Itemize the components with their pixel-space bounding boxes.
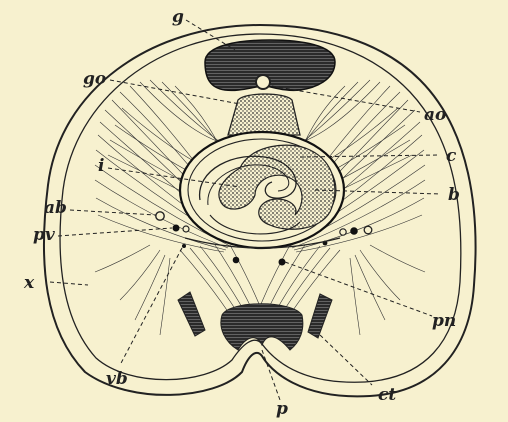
dot-pv-left	[173, 225, 180, 232]
label-pn: pn	[432, 311, 456, 331]
label-g: g	[172, 7, 184, 27]
circle-ab-left	[156, 212, 164, 220]
dot-pv-right	[350, 227, 358, 235]
label-vb: vb	[106, 369, 128, 389]
label-x: x	[23, 273, 35, 293]
label-b: b	[448, 185, 460, 205]
ciliated-bundle-left	[178, 292, 205, 336]
circle-pv-right-b	[364, 226, 372, 234]
circle-pv-left	[183, 226, 189, 232]
label-ct: ct	[378, 385, 396, 405]
label-go: go	[83, 69, 106, 89]
label-pv: pv	[33, 225, 56, 245]
circle-pv-right-a	[340, 229, 346, 235]
dot-pn-left	[233, 257, 240, 264]
label-i: i	[98, 156, 104, 176]
label-ao: ao	[424, 105, 446, 125]
label-p: p	[276, 399, 288, 419]
pharynx-mass	[221, 304, 303, 350]
dot-pn-right	[279, 259, 286, 266]
dot-vb-left	[182, 244, 186, 248]
stippled-organ	[228, 94, 300, 135]
small-ring	[256, 75, 270, 89]
label-c: c	[446, 146, 457, 166]
label-ab: ab	[44, 198, 67, 218]
ciliated-bundle-right	[308, 294, 332, 338]
